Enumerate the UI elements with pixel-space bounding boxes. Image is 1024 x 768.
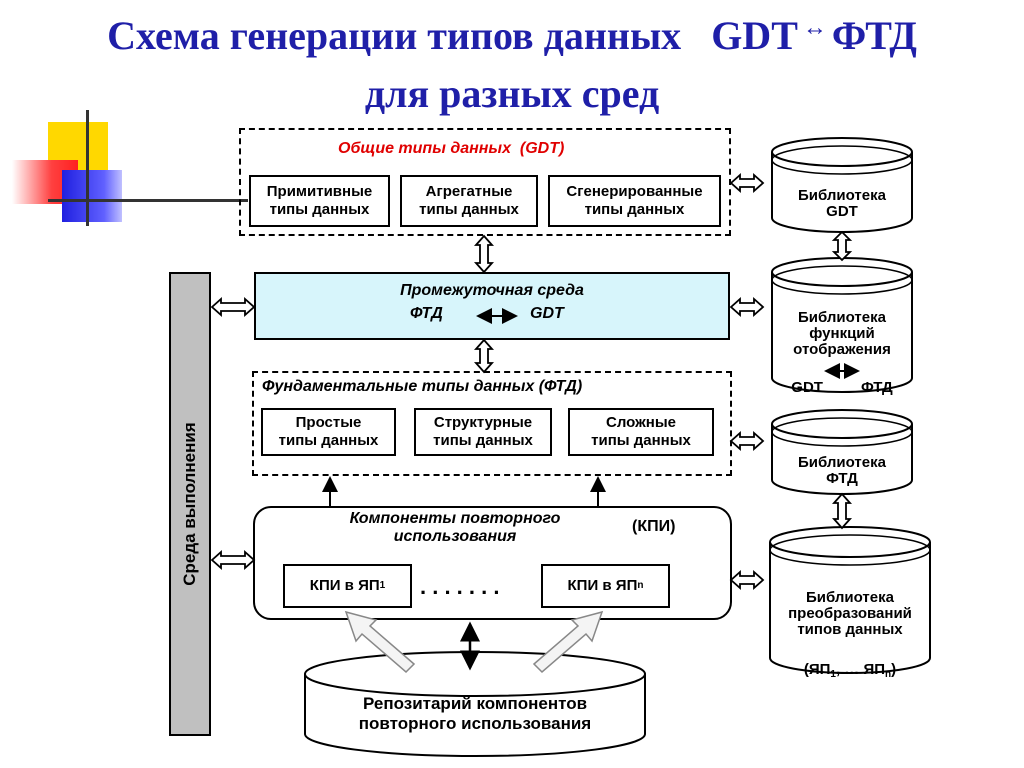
intermediate-title: Промежуточная среда	[400, 282, 584, 299]
box-complex-types[interactable]: Сложные типы данных	[568, 408, 714, 456]
arrow-intermediate-mapping	[729, 296, 765, 318]
arrow-intermediate-ftd	[473, 338, 495, 374]
intermediate-env[interactable]	[254, 272, 730, 340]
conv-extra-start: (ЯП	[803, 661, 831, 678]
title-gdt: GDT	[711, 13, 798, 58]
title-line1: Схема генерации типов данных	[107, 13, 682, 58]
library-mapping-extra: GDT ФТД	[772, 364, 912, 396]
gdt-label-paren: (GDT)	[519, 140, 565, 157]
decor-horizontal-line	[48, 199, 248, 202]
kpi-abbr: (КПИ)	[632, 518, 676, 535]
conv-extra-sub1: 1	[830, 669, 836, 680]
library-gdt-cylinder[interactable]	[771, 137, 913, 233]
arrow-ftdlib-conversionlib	[831, 492, 853, 530]
gdt-group-label: Общие типы данных (GDT)	[338, 140, 564, 158]
library-ftd-cylinder[interactable]	[771, 409, 913, 495]
box-primitive-types[interactable]: Примитивные типы данных	[249, 175, 390, 227]
kpi-lang1-sub: 1	[379, 580, 386, 591]
page-title: Схема генерации типов данных GDT↔ФТД	[0, 14, 1024, 64]
arrow-ftd-library	[729, 430, 765, 452]
box-structured-types[interactable]: Структурные типы данных	[414, 408, 552, 456]
library-conversion-extra: (ЯП1, … ЯПn)	[770, 646, 930, 683]
arrow-repo-to-kpin	[532, 610, 604, 674]
ftd-group	[252, 371, 732, 476]
gdt-group	[239, 128, 731, 236]
ftd-group-label: Фундаментальные типы данных (ФТД)	[262, 378, 582, 396]
title-ftd: ФТД	[831, 13, 917, 58]
gdt-label-main: Общие типы данных	[338, 140, 511, 157]
decor-blue-square	[62, 170, 122, 222]
kpi-label: Компоненты повторного использования	[349, 510, 561, 545]
ftd-label-main: Фундаментальные типы данных	[262, 378, 535, 395]
kpi-group	[253, 506, 732, 620]
arrow-gdt-library	[729, 172, 765, 194]
repository-label: Репозитарий компонентов повторного испол…	[358, 694, 592, 733]
runtime-env-bar[interactable]	[169, 272, 211, 736]
library-ftd-label: Библиотека ФТД	[798, 454, 886, 487]
arrow-runtime-intermediate	[210, 296, 256, 318]
arrow-repo-to-kpi1	[344, 610, 416, 674]
library-conversion-label: Библиотека преобразований типов данных	[788, 589, 912, 638]
ftd-label-paren: (ФТД)	[538, 378, 583, 395]
mapping-extra-ftd: ФТД	[860, 379, 893, 396]
page-subtitle: для разных сред	[364, 71, 660, 116]
library-mapping-label: Библиотека функций отображения	[793, 309, 891, 358]
intermediate-ftd: ФТД	[410, 305, 443, 322]
box-aggregate-types[interactable]: Агрегатные типы данных	[400, 175, 538, 227]
title-arrow-icon: ↔	[802, 15, 827, 41]
kpi-dots: . . . . . . .	[420, 574, 500, 599]
library-gdt-label: Библиотека GDT	[798, 187, 886, 220]
mapping-extra-gdt: GDT	[791, 379, 823, 396]
kpi-lang1-label: КПИ в ЯП	[309, 577, 380, 594]
arrow-kpi-conversion	[729, 569, 765, 591]
arrow-runtime-kpi	[210, 549, 256, 571]
arrow-gdtlib-mappinglib	[831, 230, 853, 262]
kpi-langn-sub: n	[637, 580, 644, 591]
box-generated-types[interactable]: Сгенерированные типы данных	[548, 175, 721, 227]
conv-extra-end: )	[891, 661, 897, 678]
box-simple-types[interactable]: Простые типы данных	[261, 408, 396, 456]
arrow-gdt-intermediate	[473, 234, 495, 274]
kpi-langn-label: КПИ в ЯП	[567, 577, 638, 594]
intermediate-gdt: GDT	[530, 305, 564, 322]
conv-extra-mid: , … ЯП	[835, 661, 886, 678]
decor-vertical-line	[86, 110, 89, 226]
library-conversion-cylinder[interactable]	[769, 526, 931, 674]
repository-cylinder[interactable]	[304, 651, 646, 757]
conv-extra-sub2: n	[885, 669, 892, 680]
